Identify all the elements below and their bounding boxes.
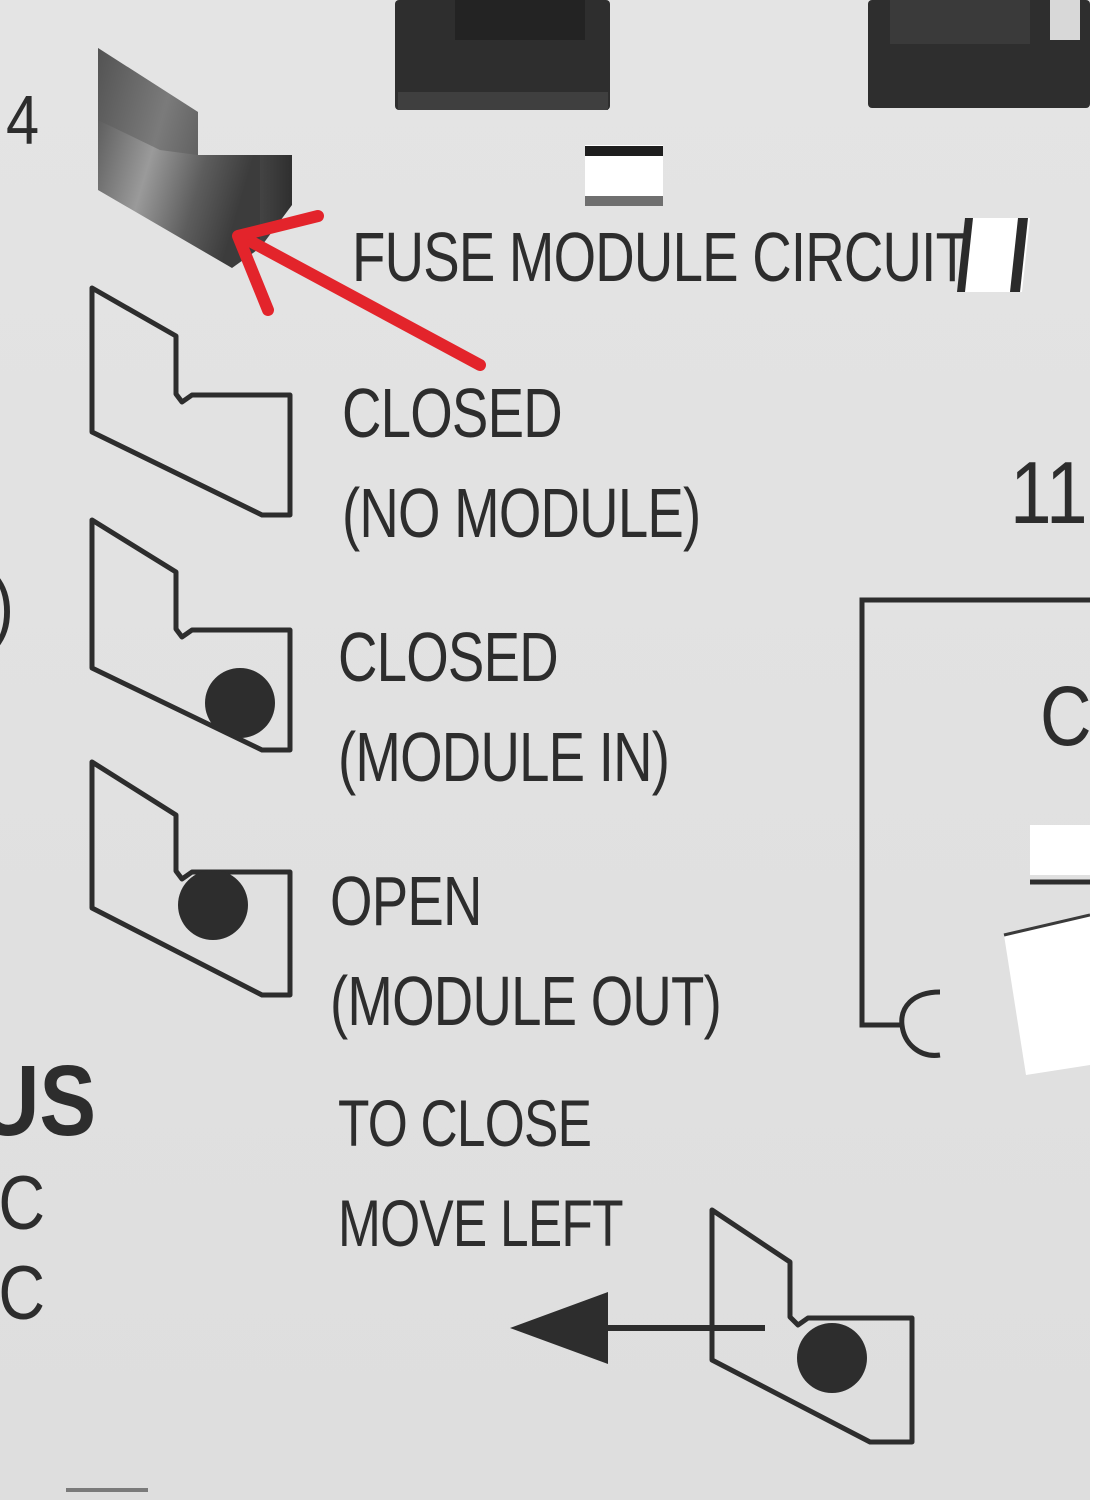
edge-number: 11( — [1010, 443, 1090, 542]
move-left-lever-icon — [709, 1207, 915, 1445]
edge-letter: C — [1040, 669, 1090, 763]
edge-c-1: 'C — [0, 1161, 45, 1246]
white-notch — [585, 145, 663, 206]
right-white-cutout — [1003, 825, 1090, 1075]
open-label: OPEN — [330, 862, 482, 940]
move-left-arrow — [510, 1292, 765, 1364]
closed-label: CLOSED — [342, 374, 563, 452]
module-in-label: (MODULE IN) — [338, 718, 670, 796]
slot-marker — [957, 218, 1030, 292]
closed-no-module-icon — [89, 285, 293, 518]
edge-digit: 4 — [6, 81, 40, 159]
module-out-label: (MODULE OUT) — [330, 962, 722, 1040]
closed-module-in-icon — [89, 517, 293, 753]
title-fuse-module-circuit: FUSE MODULE CIRCUIT — [352, 218, 969, 296]
top-housing-left — [395, 0, 610, 110]
edge-paren: ) — [0, 560, 14, 651]
red-pointer-arrow — [232, 210, 486, 371]
edge-us: US — [0, 1045, 97, 1157]
top-housing-right — [868, 0, 1090, 108]
closed-label-2: CLOSED — [338, 618, 559, 696]
right-bracket-box — [859, 597, 1090, 1058]
open-module-out-icon — [89, 759, 293, 998]
to-close-label: TO CLOSE — [338, 1086, 592, 1160]
edge-c-2: 'C — [0, 1251, 45, 1336]
move-left-label: MOVE LEFT — [338, 1186, 624, 1260]
no-module-label: (NO MODULE) — [342, 474, 701, 552]
